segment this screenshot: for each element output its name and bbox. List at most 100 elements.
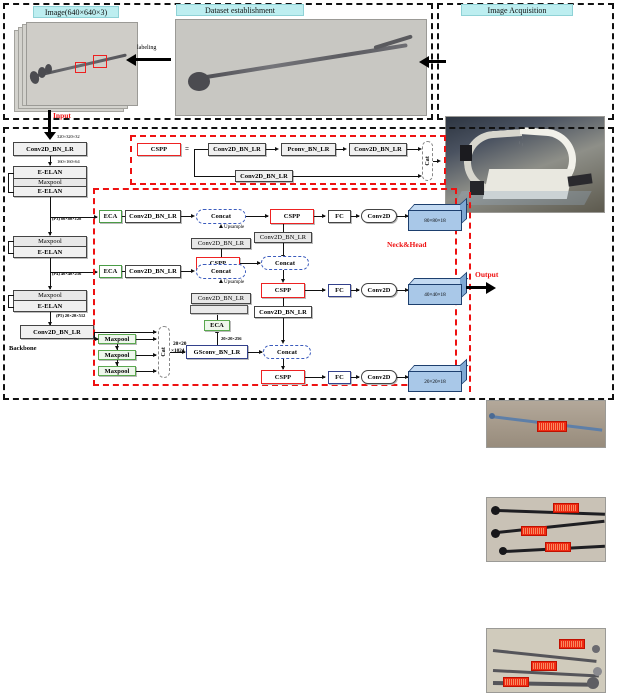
labeling-arrow-head — [126, 53, 136, 66]
cspp-legend-cat-label: Cat — [424, 156, 431, 166]
row1-up-arrow — [218, 224, 223, 228]
backbone-block-eelan-3: E-ELAN — [13, 246, 87, 258]
bb-arrow-p3 — [47, 232, 52, 236]
row1-a3 — [265, 213, 269, 218]
acquisition-panel — [437, 3, 614, 120]
labeling-arrow-line — [135, 58, 171, 61]
backbone-block-conv-final: Conv2D_BN_LR — [20, 325, 94, 339]
bb-arrow-p5 — [47, 322, 52, 326]
backbone-block-eelan-4: E-ELAN — [13, 300, 87, 312]
cspp-legend-pconv: Pconv_BN_LR — [281, 143, 336, 156]
dim-p5: (P5) 20×20×512 — [56, 313, 86, 318]
bb-arrow-1 — [47, 162, 52, 166]
row1-a6 — [405, 213, 409, 218]
output-arrow-head — [486, 281, 496, 294]
bb-bracket-h-3a — [8, 295, 14, 296]
output-arrow-line — [466, 286, 488, 289]
neck-conv-p3: Conv2D_BN_LR — [125, 210, 181, 223]
sppf-cat-dim-2: ×1024 — [171, 348, 185, 354]
bb-bracket-h-2a — [8, 241, 14, 242]
p4-branch-arrow — [94, 269, 98, 274]
row3-a5 — [356, 374, 360, 379]
output-label: Output — [475, 270, 499, 279]
output-photo-2 — [486, 497, 606, 562]
neck-conv-down-1: Conv2D_BN_LR — [254, 232, 312, 243]
p3-branch-h — [50, 217, 97, 218]
p3-branch-arrow — [94, 214, 98, 219]
p4-branch-h — [50, 272, 97, 273]
neck-upsample-conv-1: Conv2D_BN_LR — [191, 238, 251, 249]
row2-mid-wire — [283, 270, 284, 281]
figure-root: Image(640×640×3) Dataset establishment l… — [3, 3, 614, 693]
sppf-eca-up-conv — [190, 305, 248, 314]
gsconv-to-eca-v — [217, 333, 218, 345]
row3-a4 — [322, 374, 326, 379]
bb-bracket-h-3b — [8, 307, 14, 308]
backbone-block-conv-stem: Conv2D_BN_LR — [13, 142, 87, 156]
row2-w2 — [181, 271, 193, 272]
row2-w1 — [122, 271, 125, 272]
cspp-legend-wire-2 — [336, 149, 345, 150]
row1-w2 — [181, 216, 193, 217]
bb-bracket-v-1 — [8, 173, 9, 193]
row3-a6 — [405, 374, 409, 379]
mid-cspp-out-a — [257, 260, 261, 265]
sppf-cat-out — [170, 352, 185, 353]
cspp-legend-wire-1 — [266, 149, 277, 150]
sppf-cat-out-a — [182, 349, 186, 354]
bb-wire-p5 — [50, 312, 51, 325]
sppf-eca: ECA — [204, 320, 230, 331]
row3-w6 — [397, 377, 408, 378]
neck-concat-p5: Concat — [263, 345, 311, 359]
cspp-legend-out-arrow — [437, 158, 441, 163]
annotation-box-2 — [93, 55, 107, 68]
dim-stage1-out: 160×160×64 — [57, 159, 80, 164]
neck-conv2d-p3: Conv2D — [361, 209, 397, 223]
neck-eca-p4: ECA — [99, 265, 122, 278]
source-photo — [175, 19, 427, 116]
bb-wire-1 — [50, 156, 51, 165]
row2-mid-arrow — [280, 279, 285, 283]
cspp-legend-skip-conv: Conv2D_BN_LR — [235, 170, 293, 182]
eca-to-conv-v — [217, 313, 218, 320]
image-stack — [14, 22, 144, 117]
neck-conv-down-2: Conv2D_BN_LR — [254, 306, 312, 318]
sppf-out-a1 — [153, 336, 157, 341]
acquisition-to-dataset-arrow-head — [419, 55, 429, 68]
neck-cspp-p4: CSPP — [261, 283, 305, 298]
sppf-feed-a1 — [95, 336, 99, 341]
neck-upsample-conv-2: Conv2D_BN_LR — [191, 293, 251, 304]
gsconv-out-h — [248, 352, 262, 353]
dim-stem-out: 320×320×32 — [57, 134, 80, 139]
row1-a5 — [356, 213, 360, 218]
sppf-out-a2 — [153, 352, 157, 357]
sppf-out-2 — [136, 355, 156, 356]
cspp-legend-panel — [130, 135, 446, 185]
row2-w6 — [397, 290, 408, 291]
output-photo-1 — [486, 400, 606, 448]
neck-concat-p3: Concat — [196, 209, 246, 224]
neck-conv2d-p5: Conv2D — [361, 370, 397, 384]
row2-a5 — [356, 287, 360, 292]
input-arrow-line — [48, 110, 51, 134]
neck-conv-p4: Conv2D_BN_LR — [125, 265, 181, 278]
sppf-cat-dim-1: 20×20 — [173, 341, 187, 347]
bb-bracket-v-3 — [8, 295, 9, 308]
bb-bracket-v-2 — [8, 241, 9, 254]
cspp-legend-skip-arrow — [418, 173, 422, 178]
detection-box-5 — [559, 639, 585, 649]
row1-w1 — [122, 216, 125, 217]
sppf-maxpool-3: Maxpool — [98, 366, 136, 376]
bb-wire-p3 — [50, 197, 51, 235]
dim-p3: (P3) 80×80×128 — [52, 216, 82, 221]
row1-up-wire2 — [221, 249, 222, 257]
dim-p4: (P4) 40×40×256 — [52, 271, 82, 276]
neck-eca-p3: ECA — [99, 210, 122, 223]
sppf-out-1 — [136, 339, 156, 340]
neck-concat-mid: Concat — [261, 256, 309, 270]
upsample-label-1: Upsample — [224, 225, 245, 230]
row1-w5 — [351, 216, 359, 217]
upsample-label-2: Upsample — [224, 280, 245, 285]
output-cube-p5-face: 20×20×18 — [408, 371, 462, 392]
sppf-cat-label: Cat — [161, 347, 167, 357]
